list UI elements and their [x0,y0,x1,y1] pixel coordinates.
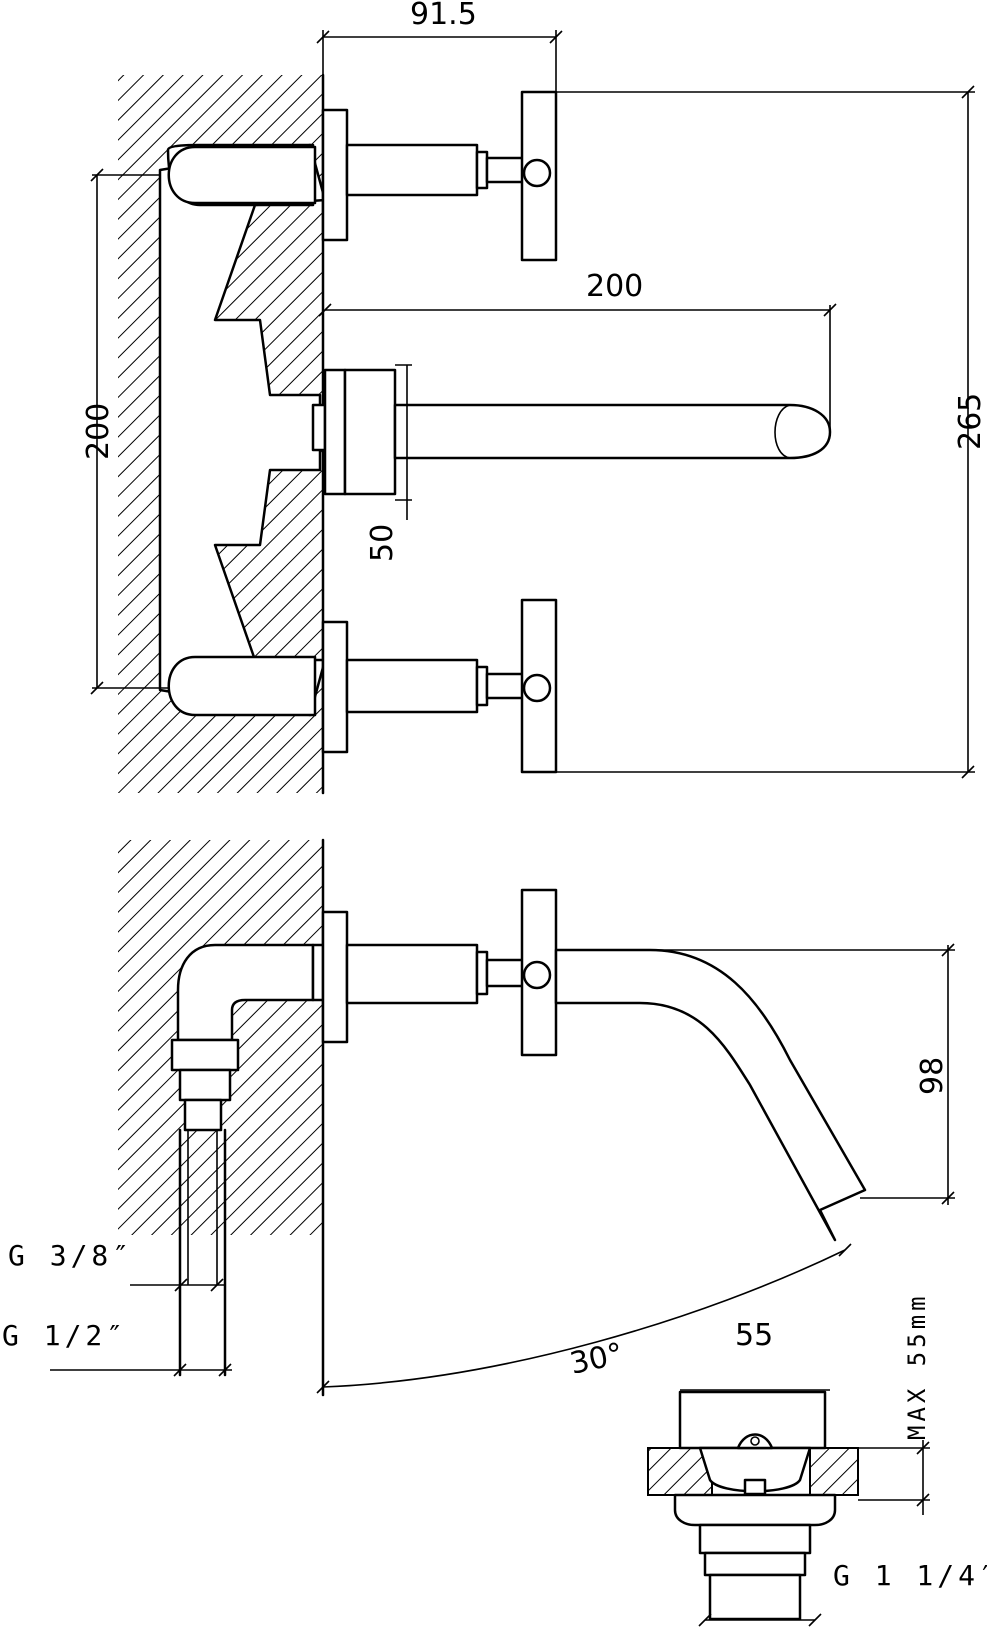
dim-30-label: 30° [567,1336,626,1381]
nut-lower [178,1068,232,1102]
thread-g12-label: G 1/2″ [2,1319,127,1352]
spout-side [554,948,867,1242]
dim-55-label: 55 [735,1318,773,1353]
nut-stub [183,1098,223,1132]
drain-detail: MAX 55mm G 1 1/4″ [647,1292,987,1627]
top-view: 91.5 265 200 200 [81,0,987,795]
dim-91-5-label: 91.5 [410,0,477,32]
max-55-label: MAX 55mm [903,1292,931,1440]
dim-98-label: 98 [915,1057,950,1095]
side-view: 98 30° 55 G 3/8″ G 1/2″ [2,838,955,1397]
dim-50-label: 50 [365,524,400,562]
thread-dims: G 3/8″ G 1/2″ [2,1239,232,1377]
dim-265-label: 265 [953,393,987,450]
lower-handle [167,598,558,774]
dim-265: 265 [556,85,987,779]
dim-200-spout-label: 200 [586,269,643,304]
thread-g38-label: G 3/8″ [8,1239,133,1272]
dim-50: 50 [365,364,412,562]
dim-91-5: 91.5 [316,0,563,110]
dim-200-spacing: 200 [81,168,168,695]
spout-top [311,368,832,496]
dim-98: 98 [650,943,955,1205]
drain-tail [708,1573,802,1621]
upper-handle [166,90,558,262]
drain-thread-label: G 1 1/4″ [833,1559,987,1592]
dim-30-degree: 30° 55 [316,1243,852,1394]
hex-nut [170,1038,240,1072]
dim-200-spout: 200 [318,269,837,432]
drain-hatch-right [809,1447,859,1496]
dim-200-spacing-label: 200 [81,403,116,460]
